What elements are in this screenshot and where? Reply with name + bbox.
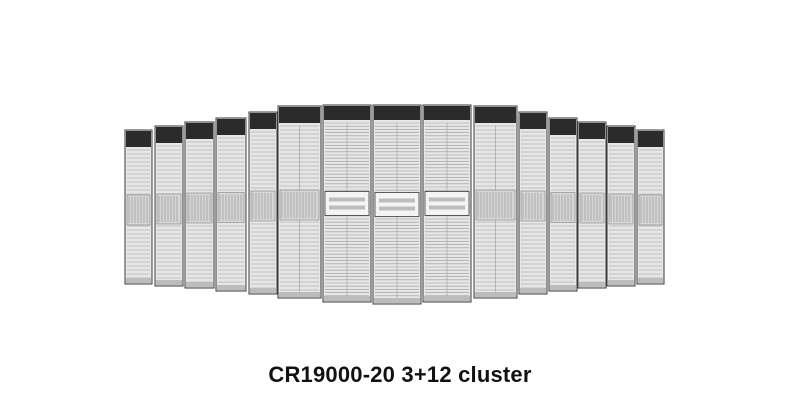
line-card-chassis xyxy=(473,105,518,299)
line-card-chassis xyxy=(606,125,636,287)
line-card-chassis xyxy=(277,105,322,299)
line-card-chassis xyxy=(215,117,247,292)
line-card-chassis xyxy=(577,121,607,289)
line-card-chassis xyxy=(518,111,548,295)
fabric-chassis xyxy=(422,104,472,303)
fabric-chassis xyxy=(372,104,422,305)
line-card-chassis xyxy=(154,125,184,287)
fabric-chassis xyxy=(322,104,372,303)
image-caption: CR19000-20 3+12 cluster xyxy=(268,362,532,387)
line-card-chassis xyxy=(248,111,278,295)
router-cluster-image xyxy=(124,104,665,305)
line-card-chassis xyxy=(184,121,215,289)
line-card-chassis xyxy=(636,129,665,285)
line-card-chassis xyxy=(124,129,153,285)
line-card-chassis xyxy=(548,117,578,292)
